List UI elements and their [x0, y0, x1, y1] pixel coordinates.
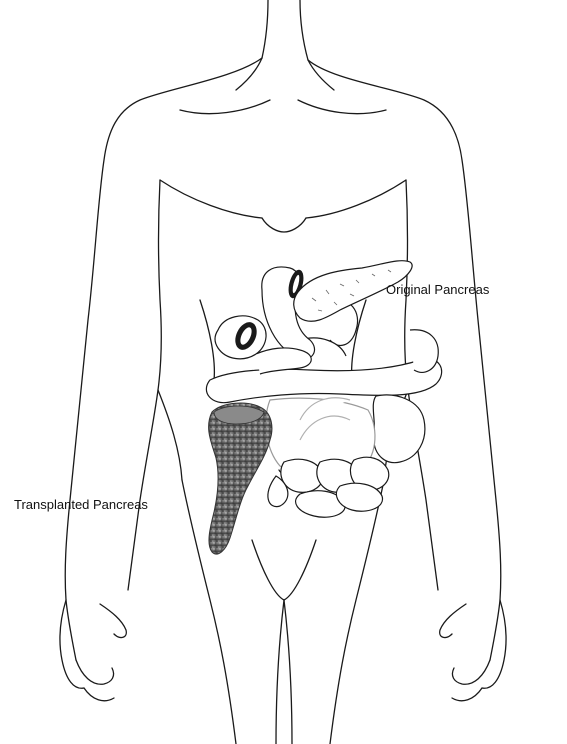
transplanted-pancreas: [209, 403, 272, 554]
original-pancreas-label: Original Pancreas: [386, 283, 489, 296]
transplanted-pancreas-label: Transplanted Pancreas: [14, 498, 148, 511]
